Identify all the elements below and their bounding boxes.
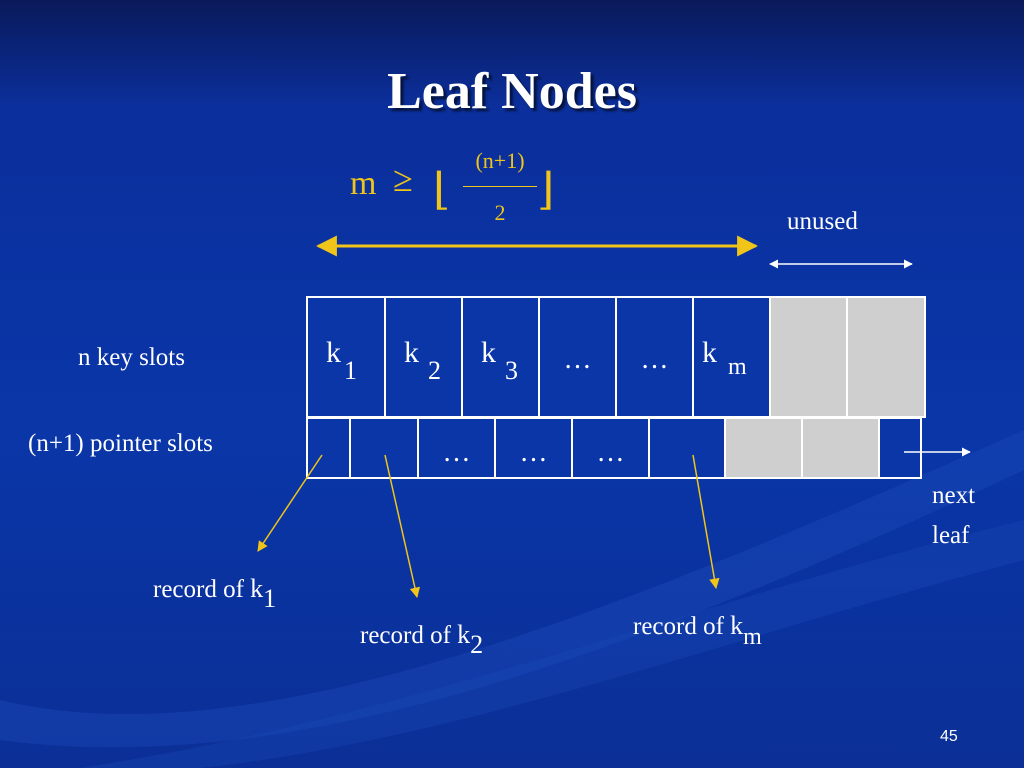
formula-relation: ≥: [393, 159, 413, 199]
key-slot: k m: [694, 298, 771, 416]
fraction-bar: [463, 186, 537, 187]
ellipsis: …: [519, 437, 548, 468]
key-slots-label: n key slots: [78, 344, 185, 371]
key-slot: k 3: [463, 298, 540, 416]
key-subscript: m: [728, 354, 747, 380]
slide-title: Leaf Nodes: [387, 63, 637, 120]
pointer-slots-row: … … …: [306, 417, 922, 479]
unused-label: unused: [787, 208, 858, 235]
record-of-km-label: record of km: [633, 611, 762, 650]
order-formula: m ≥ ⌊ (n+1) 2 ⌋: [345, 148, 575, 230]
record-subscript: 2: [470, 630, 484, 659]
record-subscript: 1: [263, 584, 277, 613]
record-subscript: m: [743, 624, 762, 650]
ellipsis: …: [442, 437, 471, 468]
next-leaf-label-line2: leaf: [932, 522, 970, 549]
unused-key-slot: [848, 298, 924, 416]
next-leaf-label-line1: next: [932, 482, 976, 509]
ellipsis: …: [640, 344, 669, 375]
pointer-slots-label: (n+1) pointer slots: [28, 430, 213, 457]
floor-right: ⌋: [537, 165, 555, 214]
pointer-slot: …: [496, 419, 573, 477]
record-prefix: record of: [153, 576, 244, 603]
key-slot: k 2: [386, 298, 463, 416]
ellipsis: …: [563, 344, 592, 375]
key-slot: …: [540, 298, 617, 416]
record-of-k2-label: record of k2: [360, 620, 483, 659]
formula-numerator: (n+1): [475, 148, 525, 173]
record-key: k: [457, 620, 471, 649]
key-subscript: 2: [428, 356, 441, 385]
record-of-k1-label: record of k1: [153, 574, 276, 613]
record-prefix: record of: [633, 613, 724, 640]
unused-key-slot: [771, 298, 848, 416]
key-subscript: 1: [344, 356, 357, 385]
page-number: 45: [940, 728, 958, 745]
record-prefix: record of: [360, 622, 451, 649]
unused-pointer-slot: [726, 419, 803, 477]
unused-pointer-slot: [803, 419, 880, 477]
key-label: k: [404, 336, 419, 369]
key-slot: k 1: [308, 298, 386, 416]
key-label: k: [481, 336, 496, 369]
formula-denominator: 2: [494, 200, 506, 225]
pointer-slot: …: [419, 419, 496, 477]
floor-left: ⌊: [433, 165, 451, 214]
key-label: k: [702, 336, 717, 369]
pointer-slot: [351, 419, 419, 477]
next-leaf-pointer-slot: [880, 419, 920, 477]
ellipsis: …: [596, 437, 625, 468]
key-label: k: [326, 336, 341, 369]
pointer-slot: [650, 419, 726, 477]
key-slot: …: [617, 298, 694, 416]
key-subscript: 3: [505, 356, 518, 385]
key-slots-row: k 1 k 2 k 3 … … k m: [306, 296, 926, 418]
record-key: k: [250, 574, 264, 603]
formula-lhs: m: [350, 165, 377, 202]
record-key: k: [730, 611, 744, 640]
pointer-slot: [308, 419, 351, 477]
pointer-slot: …: [573, 419, 650, 477]
